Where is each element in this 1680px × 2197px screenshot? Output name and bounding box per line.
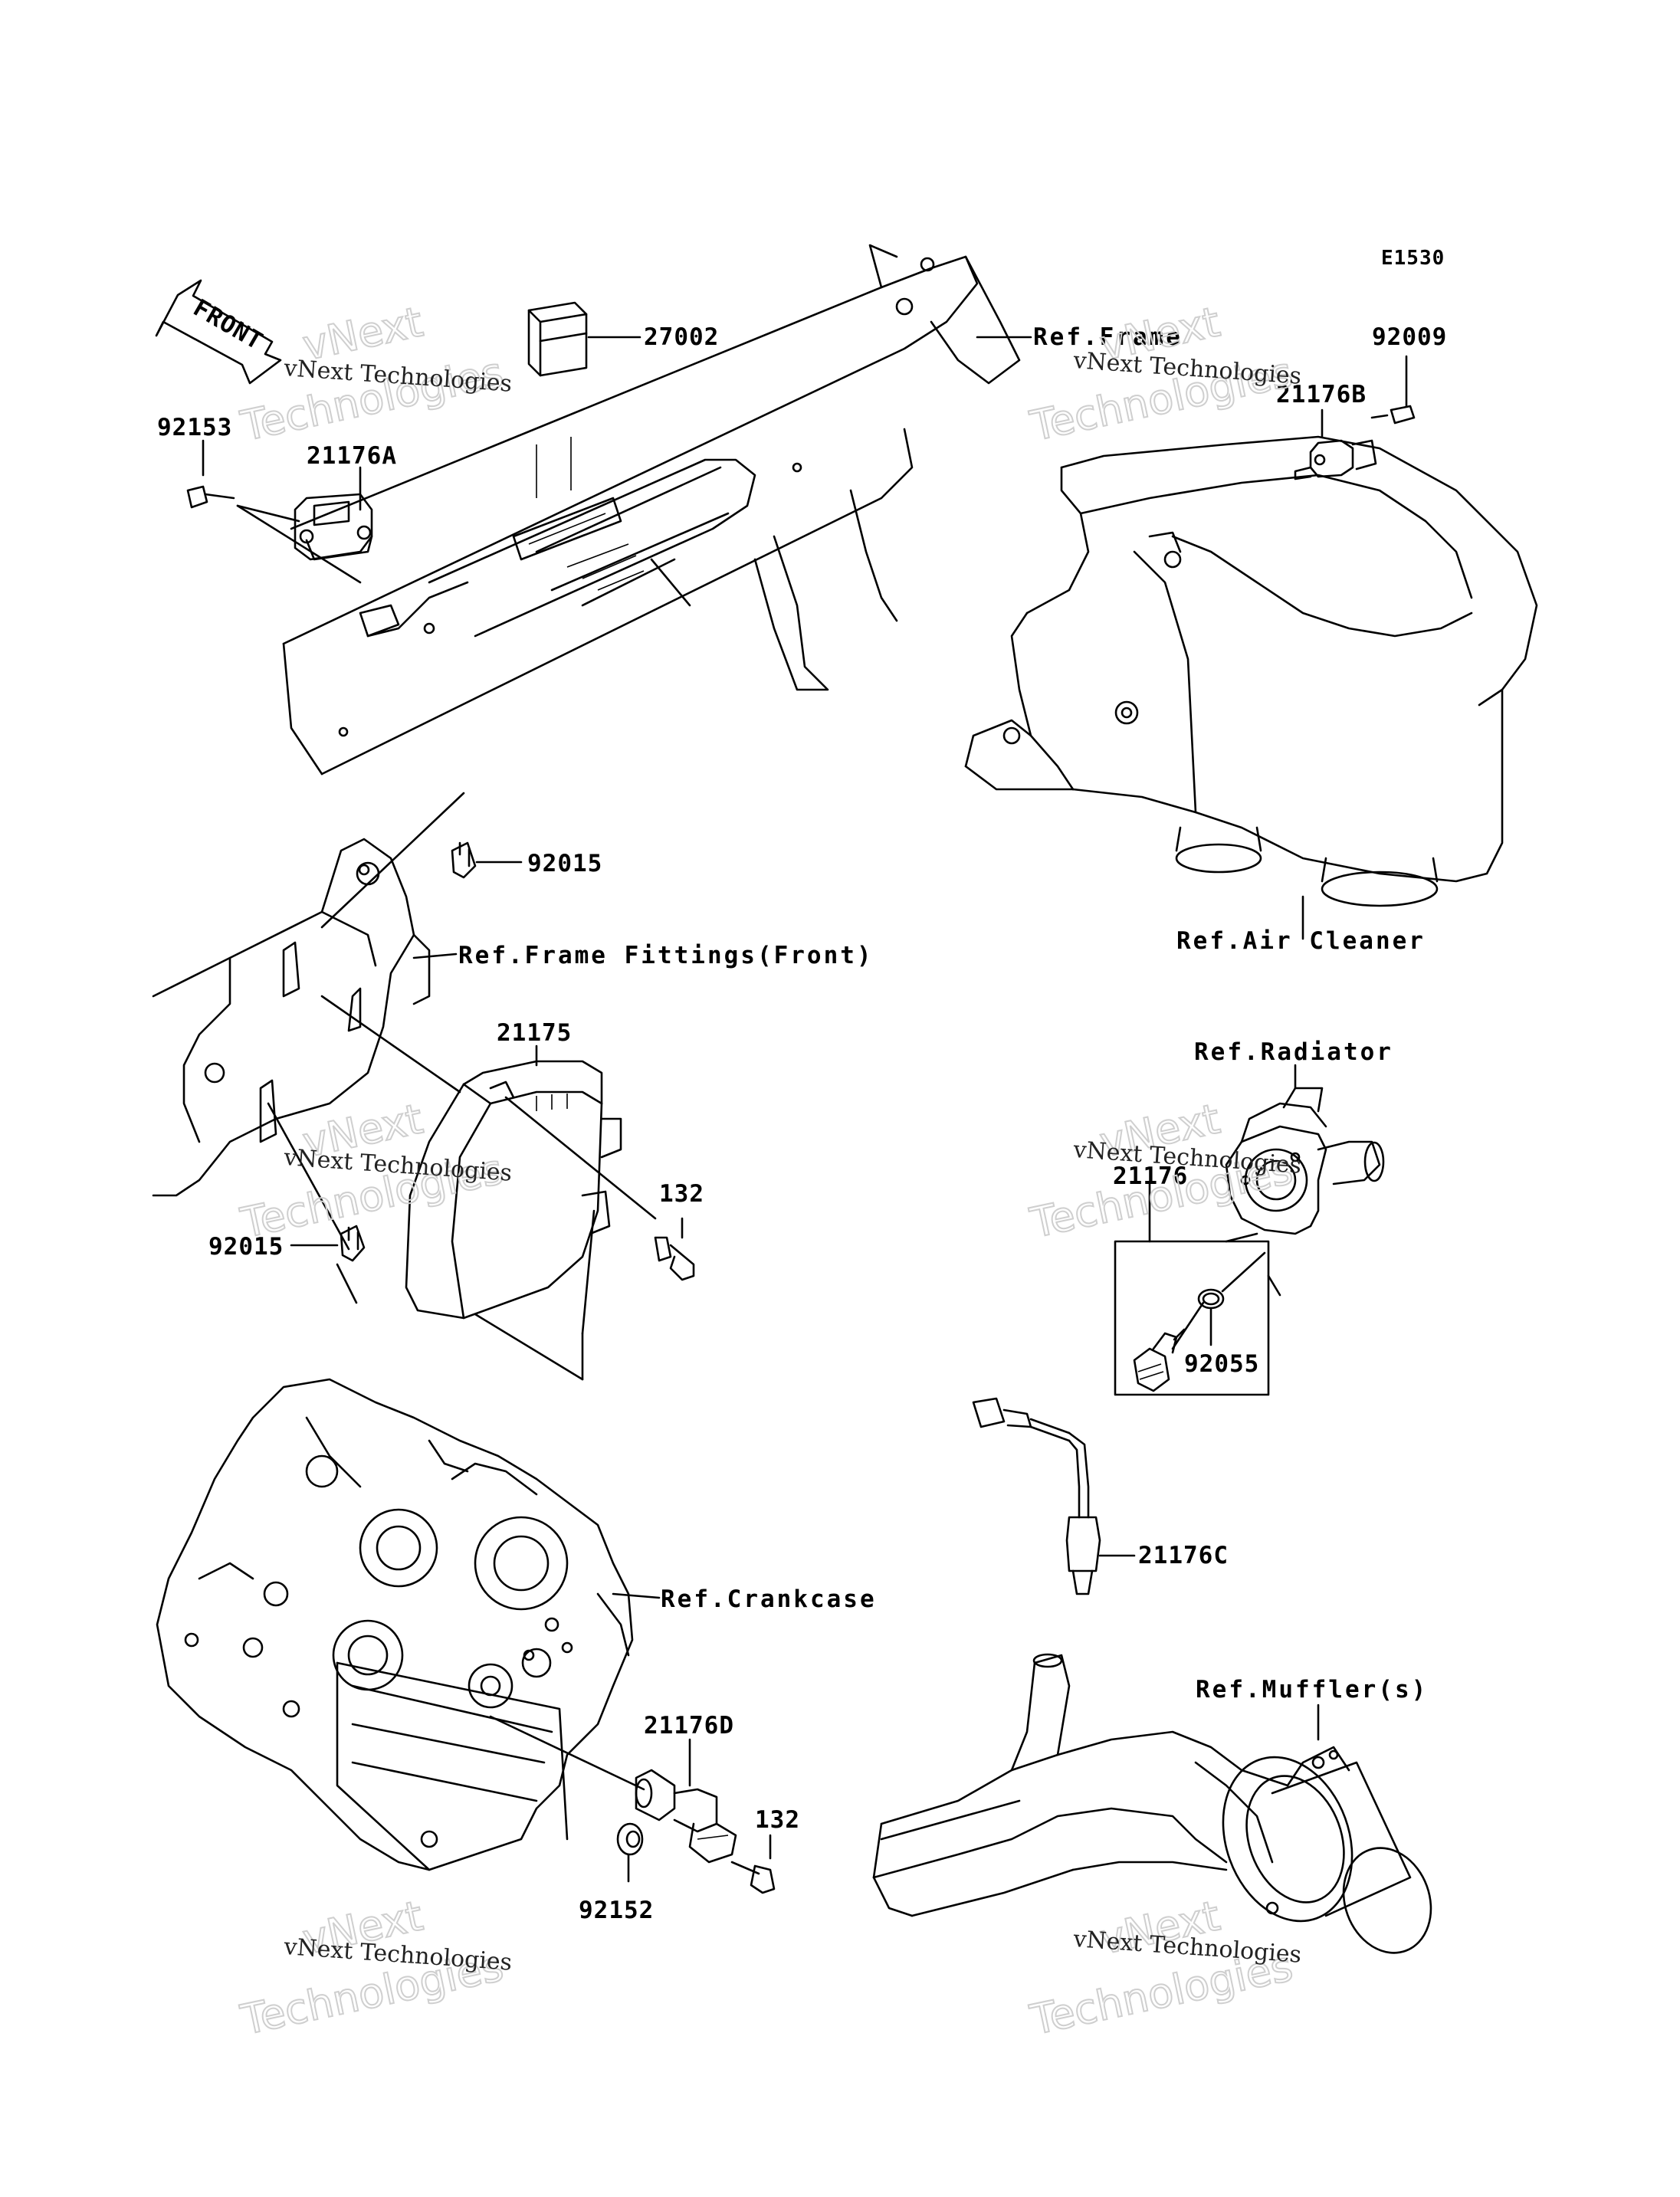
muffler-drawing xyxy=(872,1653,1432,1954)
part-label-21176C: 21176C xyxy=(1138,1542,1229,1569)
part-label-92152: 92152 xyxy=(579,1897,654,1924)
part-label-21176: 21176 xyxy=(1113,1162,1188,1190)
part-label-27002: 27002 xyxy=(644,323,719,351)
leader-ref-frame-fittings xyxy=(412,953,458,959)
watermark-1: vNext Technologies vNext Technologies xyxy=(236,297,514,451)
frame-fittings-drawing xyxy=(152,792,465,1251)
part-label-92153: 92153 xyxy=(157,414,232,441)
ref-label-mufflers: Ref.Muffler(s) xyxy=(1196,1676,1428,1703)
part-label-92009: 92009 xyxy=(1372,323,1447,351)
diagram-code: E1530 xyxy=(1381,247,1445,270)
sensor-21176B-drawing xyxy=(1294,408,1377,480)
ecu-21175-drawing xyxy=(405,1044,657,1381)
relay-27002-drawing xyxy=(527,301,641,498)
frame-drawing xyxy=(282,244,1021,776)
ref-label-radiator: Ref.Radiator xyxy=(1194,1038,1393,1066)
sensor-21176C-drawing xyxy=(972,1397,1136,1595)
ref-label-crankcase: Ref.Crankcase xyxy=(661,1585,877,1613)
ref-label-frame: Ref.Frame xyxy=(1033,323,1183,351)
part-label-92015-bottom: 92015 xyxy=(208,1233,284,1261)
part-label-132-bottom: 132 xyxy=(755,1806,800,1834)
part-label-92015-top: 92015 xyxy=(527,850,602,877)
radiator-drawing xyxy=(1225,1064,1385,1235)
sensor-21176D-drawing xyxy=(489,1715,737,1864)
bolt-92153-drawing xyxy=(186,439,235,509)
watermark-5: vNext Technologies vNext Technologies xyxy=(236,1890,514,2045)
clip-92015-top-drawing xyxy=(451,841,523,879)
watermark-4: vNext Technologies vNext Technologies xyxy=(1025,1094,1303,1248)
part-label-21176A: 21176A xyxy=(307,442,397,470)
part-label-21176B: 21176B xyxy=(1276,381,1367,408)
washer-92152-drawing xyxy=(616,1822,644,1883)
watermark-2: vNext Technologies vNext Technologies xyxy=(1025,297,1303,451)
part-label-92055: 92055 xyxy=(1184,1350,1259,1378)
sensor-21176A-drawing xyxy=(236,466,373,584)
bolt-132-top-drawing xyxy=(654,1217,695,1281)
part-label-21176D: 21176D xyxy=(644,1712,734,1740)
front-arrow-icon: FRONT xyxy=(155,279,282,385)
bolt-132-bottom-drawing xyxy=(730,1834,776,1894)
air-cleaner-drawing xyxy=(964,435,1538,940)
watermark-6: vNext Technologies vNext Technologies xyxy=(1025,1890,1303,2045)
part-label-132-top: 132 xyxy=(659,1180,704,1208)
screw-92009-drawing xyxy=(1370,355,1416,425)
sensor-21176-group xyxy=(1114,1182,1281,1396)
ref-label-frame-fittings: Ref.Frame Fittings(Front) xyxy=(458,942,874,969)
ref-label-air-cleaner: Ref.Air Cleaner xyxy=(1176,927,1426,955)
part-label-21175: 21175 xyxy=(497,1019,572,1047)
front-arrow-label: FRONT xyxy=(189,294,267,356)
crankcase-drawing xyxy=(156,1378,661,1871)
clip-92015-bottom-drawing xyxy=(290,1225,366,1304)
